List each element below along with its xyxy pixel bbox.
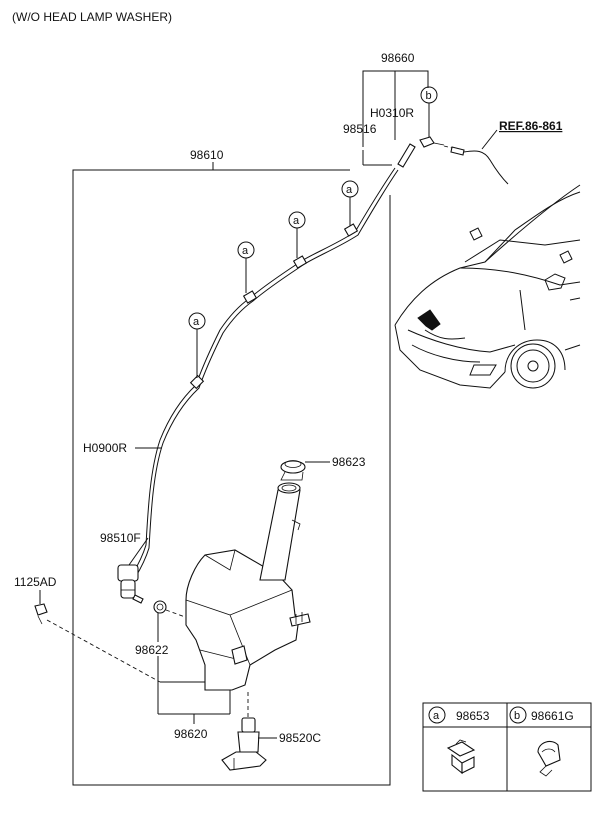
clip-a-illustration [446,739,476,775]
label-98510f[interactable]: 98510F [100,531,141,545]
label-98516[interactable]: 98516 [343,122,377,136]
vehicle-illustration [394,184,581,389]
bracket-98620 [157,656,231,724]
svg-text:a: a [293,215,300,227]
label-98623[interactable]: 98623 [332,455,366,469]
legend-part-98661g[interactable]: 98661G [531,709,574,723]
clip-b-illustration [537,740,561,777]
callout-a-2: a [288,211,306,258]
callout-a-3: a [237,241,255,293]
label-h0310r[interactable]: H0310R [370,106,414,120]
variant-note: (W/O HEAD LAMP WASHER) [12,10,172,24]
washer-pump [117,564,144,604]
legend-key-b: b [514,710,520,722]
nozzle-joint [397,136,465,168]
washer-hose [131,167,396,576]
label-98622[interactable]: 98622 [135,643,169,657]
svg-text:b: b [426,90,432,102]
label-98620[interactable]: 98620 [174,727,208,741]
legend-part-98653[interactable]: 98653 [456,709,490,723]
legend-key-a: a [433,710,440,722]
assembly-frame [72,169,391,786]
label-98610[interactable]: 98610 [190,148,224,162]
washer-reservoir [185,482,311,691]
svg-text:a: a [242,245,249,257]
filler-cap [280,460,306,481]
callout-b-top: b [420,86,438,138]
bolt-1125ad [34,603,161,683]
grommet-98622 [153,600,189,619]
label-h0900r[interactable]: H0900R [83,441,127,455]
callout-a-1: a [341,180,359,226]
callout-a-4: a [188,312,206,378]
legend-table: a 98653 b 98661G [422,702,592,792]
svg-text:a: a [346,184,353,196]
label-1125ad[interactable]: 1125AD [14,575,57,589]
label-98520c[interactable]: 98520C [279,731,321,745]
bracket-98660: 98660 [362,51,429,166]
level-sensor [221,692,267,771]
label-98660[interactable]: 98660 [381,51,415,65]
svg-text:a: a [193,316,200,328]
ref-hose: REF.86-861 [463,119,563,185]
hose-clip-group [189,223,359,390]
ref-86-861[interactable]: REF.86-861 [499,119,563,133]
